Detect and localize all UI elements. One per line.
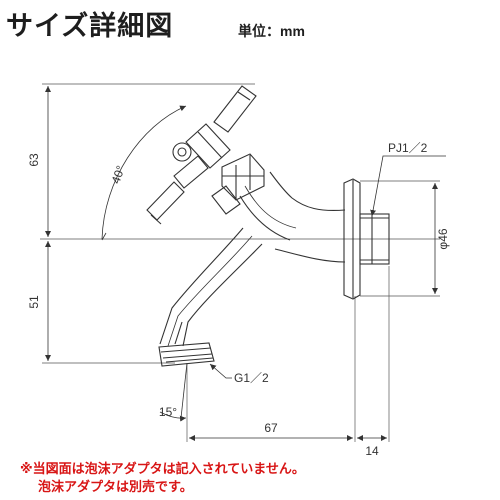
spout-angle-arc: [159, 362, 188, 422]
leader-lines: [209, 155, 446, 379]
note-adapter-not-drawn: ※当図面は泡沫アダプタは記入されていません。: [20, 461, 305, 476]
extension-lines: [42, 83, 440, 442]
dimension-labels: 63 51 φ46 40° 15° 67 14 PJ1／2 G1／2: [27, 141, 450, 458]
notes: ※当図面は泡沫アダプタは記入されていません。 泡沫アダプタは別売です。: [20, 460, 305, 496]
unit-label: 単位：mm: [238, 23, 305, 39]
dim-diameter-label: φ46: [436, 228, 450, 249]
dimension-arrows: [45, 86, 438, 441]
dim-upper-height-label: 63: [27, 153, 41, 167]
dim-lower-height-label: 51: [27, 295, 41, 309]
dim-handle-angle-label: 40°: [109, 164, 128, 186]
dim-flange-length-label: 14: [365, 444, 379, 458]
handle-angle-arc: [101, 105, 187, 241]
callout-pj-thread-label: PJ1／2: [388, 141, 428, 155]
dim-spout-angle-label: 15°: [159, 405, 177, 419]
dim-spout-length-label: 67: [264, 421, 278, 435]
note-adapter-sold-separately: 泡沫アダプタは別売です。: [38, 479, 193, 494]
faucet-body: [146, 85, 390, 367]
callout-g-thread-label: G1／2: [234, 371, 269, 385]
diagram-title: サイズ詳細図: [6, 11, 174, 41]
